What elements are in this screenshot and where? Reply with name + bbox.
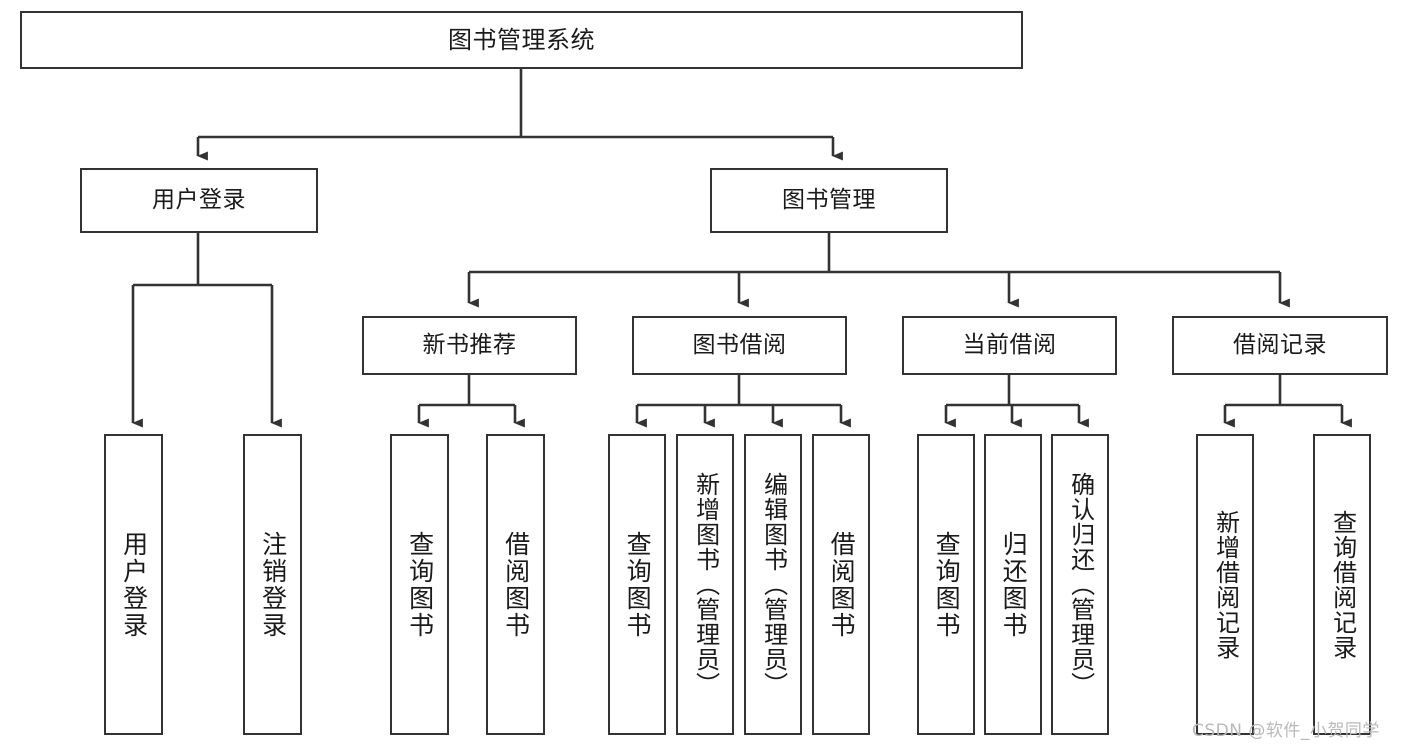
leaf-borrow-book[interactable]: 借阅图书 — [812, 434, 870, 735]
node-label: 图书管理 — [782, 186, 876, 213]
node-label: 当前借阅 — [962, 331, 1057, 358]
node-label: 借阅图书 — [501, 530, 531, 639]
node-current-borrow[interactable]: 当前借阅 — [902, 316, 1117, 375]
node-label: 用户登录 — [152, 186, 246, 213]
node-label: 新书推荐 — [422, 331, 517, 358]
leaf-confirm-return[interactable]: 确认归还（管理员） — [1051, 434, 1109, 735]
node-book-manage[interactable]: 图书管理 — [710, 168, 948, 233]
leaf-query-book-borrow[interactable]: 查询图书 — [608, 434, 666, 735]
csdn-watermark: CSDN @软件_小贺同学 — [1192, 721, 1380, 741]
node-label: 查询图书 — [623, 530, 653, 639]
leaf-add-borrow-record[interactable]: 新增借阅记录 — [1196, 434, 1254, 735]
node-label: 编辑图书（管理员） — [759, 472, 788, 697]
leaf-return-book[interactable]: 归还图书 — [984, 434, 1042, 735]
node-label: 图书管理系统 — [448, 25, 595, 54]
node-label: 归还图书 — [999, 530, 1029, 639]
node-label: 用户登录 — [119, 530, 149, 639]
node-label: 查询图书 — [405, 530, 435, 639]
node-label: 图书借阅 — [692, 331, 787, 358]
node-label: 借阅图书 — [827, 530, 857, 639]
node-borrow-record[interactable]: 借阅记录 — [1172, 316, 1388, 375]
leaf-user-login[interactable]: 用户登录 — [104, 434, 163, 735]
node-label: 查询借阅记录 — [1328, 509, 1357, 660]
node-label: 借阅记录 — [1233, 331, 1327, 358]
node-book-borrow[interactable]: 图书借阅 — [632, 316, 847, 375]
node-label: 新增图书（管理员） — [691, 472, 720, 697]
node-label: 确认归还（管理员） — [1066, 472, 1095, 697]
leaf-logout-login[interactable]: 注销登录 — [243, 434, 302, 735]
node-label: 新增借阅记录 — [1211, 509, 1240, 660]
leaf-add-book[interactable]: 新增图书（管理员） — [676, 434, 734, 735]
node-user-login[interactable]: 用户登录 — [80, 168, 318, 233]
leaf-query-book-current[interactable]: 查询图书 — [917, 434, 975, 735]
leaf-query-borrow-record[interactable]: 查询借阅记录 — [1313, 434, 1371, 735]
node-new-book-recommend[interactable]: 新书推荐 — [362, 316, 577, 375]
node-label: 查询图书 — [932, 530, 962, 639]
leaf-query-book-recommend[interactable]: 查询图书 — [390, 434, 449, 735]
leaf-edit-book[interactable]: 编辑图书（管理员） — [744, 434, 802, 735]
leaf-borrow-book-recommend[interactable]: 借阅图书 — [486, 434, 545, 735]
node-label: 注销登录 — [258, 530, 288, 639]
node-root-system[interactable]: 图书管理系统 — [20, 11, 1023, 69]
